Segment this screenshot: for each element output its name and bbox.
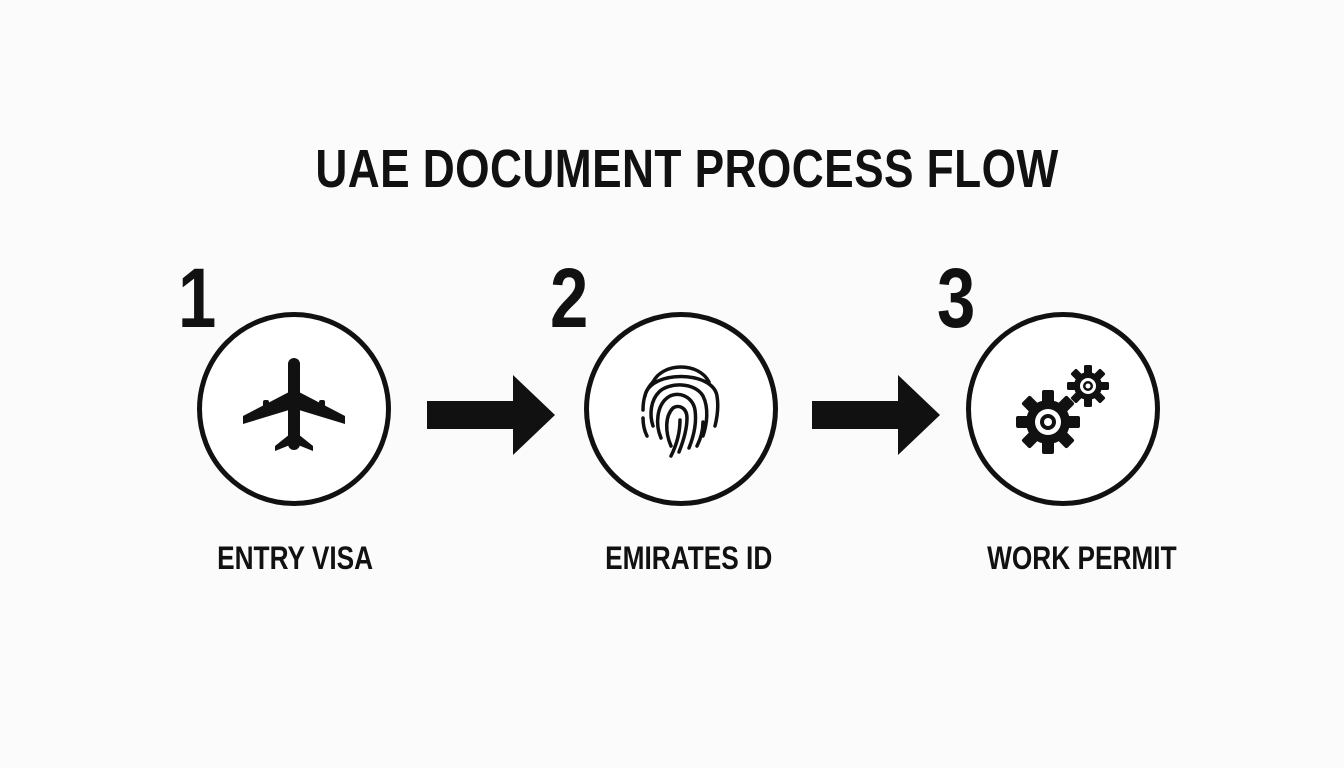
step-2-number: 2 <box>550 251 589 345</box>
arrow-2-icon <box>812 375 940 455</box>
step-1-number: 1 <box>178 251 217 345</box>
fingerprint-icon <box>631 352 731 467</box>
step-2-circle <box>584 312 778 506</box>
gears-icon <box>1008 352 1118 467</box>
airplane-icon <box>239 352 349 467</box>
step-1-label: ENTRY VISA <box>217 540 374 576</box>
step-1-circle <box>197 312 391 506</box>
diagram-title: UAE DOCUMENT PROCESS FLOW <box>315 139 1059 199</box>
arrow-1-icon <box>427 375 555 455</box>
step-3-number: 3 <box>937 251 976 345</box>
step-3-circle <box>966 312 1160 506</box>
step-2-label: EMIRATES ID <box>605 540 773 576</box>
step-3-label: WORK PERMIT <box>987 540 1177 576</box>
